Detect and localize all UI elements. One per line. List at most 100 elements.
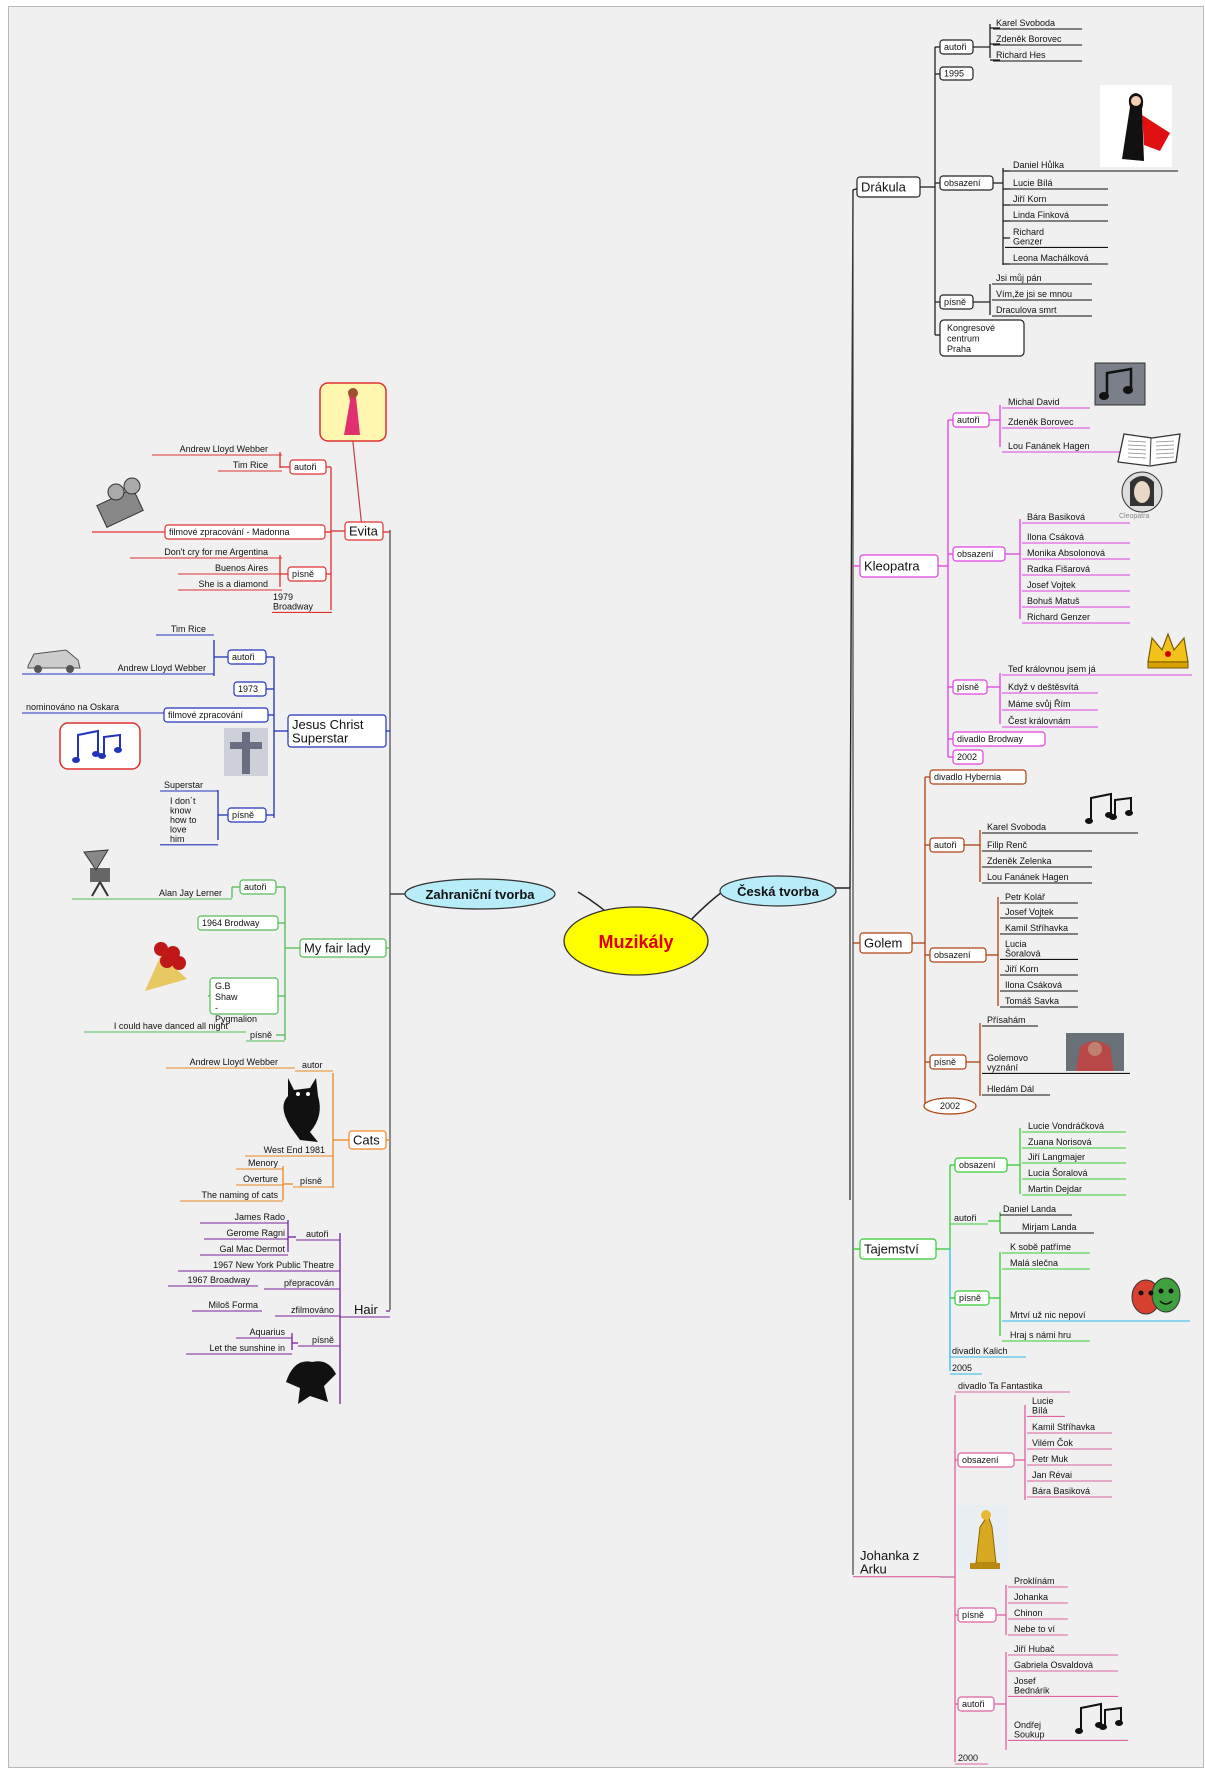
- branch-node-czech: [719, 875, 837, 907]
- node-label: Petr Kolář: [1005, 892, 1046, 902]
- drakula-autori: [939, 39, 974, 55]
- cats-autor: autor: [302, 1060, 323, 1070]
- node-label: Lou Fanánek Hagen: [987, 872, 1069, 882]
- drakula-obsazeni: [939, 175, 994, 191]
- musical-cats-label: Cats: [353, 1133, 380, 1148]
- node-label: Tim Rice: [171, 624, 206, 634]
- book-icon: [1117, 433, 1181, 467]
- tajemstvi-obsazeni-label: obsazení: [959, 1160, 996, 1170]
- kleopatra-theatre: [952, 731, 1046, 747]
- hair-director: Miloš Forma: [208, 1300, 258, 1310]
- hair-preprac: přepracován: [284, 1278, 334, 1288]
- node-label: Bára Basiková: [1032, 1486, 1090, 1496]
- drakula-venue: [939, 319, 1025, 357]
- cleopatra-caption: Cleopatra: [1119, 513, 1149, 520]
- jesus-year-label: 1973: [238, 684, 258, 694]
- golem-icon: [1066, 1033, 1124, 1071]
- node-label: Když v deštěsvítá: [1008, 682, 1079, 692]
- node-label: Lou Fanánek Hagen: [1008, 441, 1090, 451]
- node-label: Josef Vojtek: [1005, 907, 1054, 917]
- branch-node-foreign: [404, 878, 556, 910]
- node-label: Draculova smrt: [996, 305, 1057, 315]
- drakula-year: [939, 66, 974, 81]
- statue-icon: [958, 1505, 1008, 1571]
- node-label: Jan Révai: [1032, 1470, 1072, 1480]
- cats-pisne: písně: [300, 1176, 322, 1186]
- hair-autori: autoři: [306, 1229, 329, 1239]
- node-label: Vilém Čok: [1032, 1438, 1073, 1448]
- node-label: Aquarius: [249, 1327, 285, 1337]
- musical-jesus: [287, 714, 387, 748]
- car-icon: [27, 649, 81, 673]
- musical-drakula-label: Drákula: [861, 180, 907, 195]
- jesus-film-label: filmové zpracování: [168, 710, 244, 720]
- node-label: Ilona Csáková: [1005, 980, 1062, 990]
- fairlady-source: [209, 977, 279, 1015]
- music-notes-icon: [1094, 362, 1146, 406]
- crown-icon: [1147, 632, 1189, 669]
- golem-obsazeni: [929, 947, 987, 963]
- music-notes-icon: [59, 722, 141, 770]
- jesus-pisne-label: písně: [232, 810, 254, 820]
- node-label: Martin Dejdar: [1028, 1184, 1082, 1194]
- node-label: Menory: [248, 1158, 279, 1168]
- jesus-autori: [227, 649, 267, 665]
- node-label: Mirjam Landa: [1022, 1222, 1077, 1232]
- golem-year-node: [923, 1097, 977, 1115]
- jesus-oscar: nominováno na Oskara: [26, 702, 119, 712]
- node-label: Alan Jay Lerner: [159, 888, 222, 898]
- kleopatra-theatre-label: divadlo Brodway: [957, 734, 1024, 744]
- jesus-film: [163, 707, 269, 723]
- center-node: [563, 906, 709, 976]
- node-label: Mrtví už nic nepoví: [1010, 1310, 1086, 1320]
- node-label: Vím,že jsi se mnou: [996, 289, 1072, 299]
- jesus-autori-label: autoři: [232, 652, 255, 662]
- node-label: Jiří Korn: [1013, 194, 1047, 204]
- node-label: Teď královnou jsem já: [1008, 664, 1096, 674]
- node-label: Čest královnám: [1008, 716, 1071, 726]
- node-label: Přísahám: [987, 1015, 1026, 1025]
- node-label: Jiří Langmajer: [1028, 1152, 1085, 1162]
- node-label: Michal David: [1008, 397, 1060, 407]
- johanka-theatre: divadlo Ta Fantastika: [958, 1381, 1042, 1391]
- johanka-pisne: [957, 1607, 997, 1623]
- musical-evita-label: Evita: [349, 524, 379, 539]
- node-label: Andrew Lloyd Webber: [180, 444, 268, 454]
- node-label: Lucia Šoralová: [1028, 1168, 1088, 1178]
- golem-pisne-label: písně: [934, 1057, 956, 1067]
- cat-icon: [283, 1078, 320, 1142]
- connector-line: [351, 429, 369, 529]
- evita-film: [164, 524, 326, 540]
- jesus-year: [233, 681, 267, 697]
- node-label: Lucie Bílá: [1013, 178, 1053, 188]
- node-label: Kamil Stříhavka: [1032, 1422, 1095, 1432]
- node-label: Ilona Csáková: [1027, 532, 1084, 542]
- hair-pisne: písně: [312, 1335, 334, 1345]
- tajemstvi-obsazeni: [954, 1157, 1008, 1173]
- node-label: Gerome Ragni: [226, 1228, 285, 1238]
- node-label: Richard Genzer: [1027, 612, 1090, 622]
- page-title: Muzikály: [598, 932, 673, 952]
- kleopatra-obsazeni: [952, 546, 1006, 562]
- cats-premiere: West End 1981: [264, 1145, 325, 1155]
- node-label: Karel Svoboda: [987, 822, 1046, 832]
- node-label: James Rado: [234, 1212, 285, 1222]
- kleopatra-autori-label: autoři: [957, 415, 980, 425]
- kleopatra-obsazeni-label: obsazení: [957, 549, 994, 559]
- phonograph-icon: [83, 849, 110, 897]
- fairlady-autori-label: autoři: [244, 882, 267, 892]
- node-label: I could have danced all night: [114, 1021, 229, 1031]
- evita-pisne: [287, 566, 327, 582]
- icons-layer: [27, 85, 1189, 1734]
- node-label: Tomáš Savka: [1005, 996, 1059, 1006]
- music-notes-icon: [1085, 792, 1133, 824]
- node-label: Máme svůj Řím: [1008, 699, 1071, 709]
- node-label: Zdeněk Borovec: [1008, 417, 1074, 427]
- node-label: Gal Mac Dermot: [219, 1244, 285, 1254]
- musical-golem: [859, 932, 913, 954]
